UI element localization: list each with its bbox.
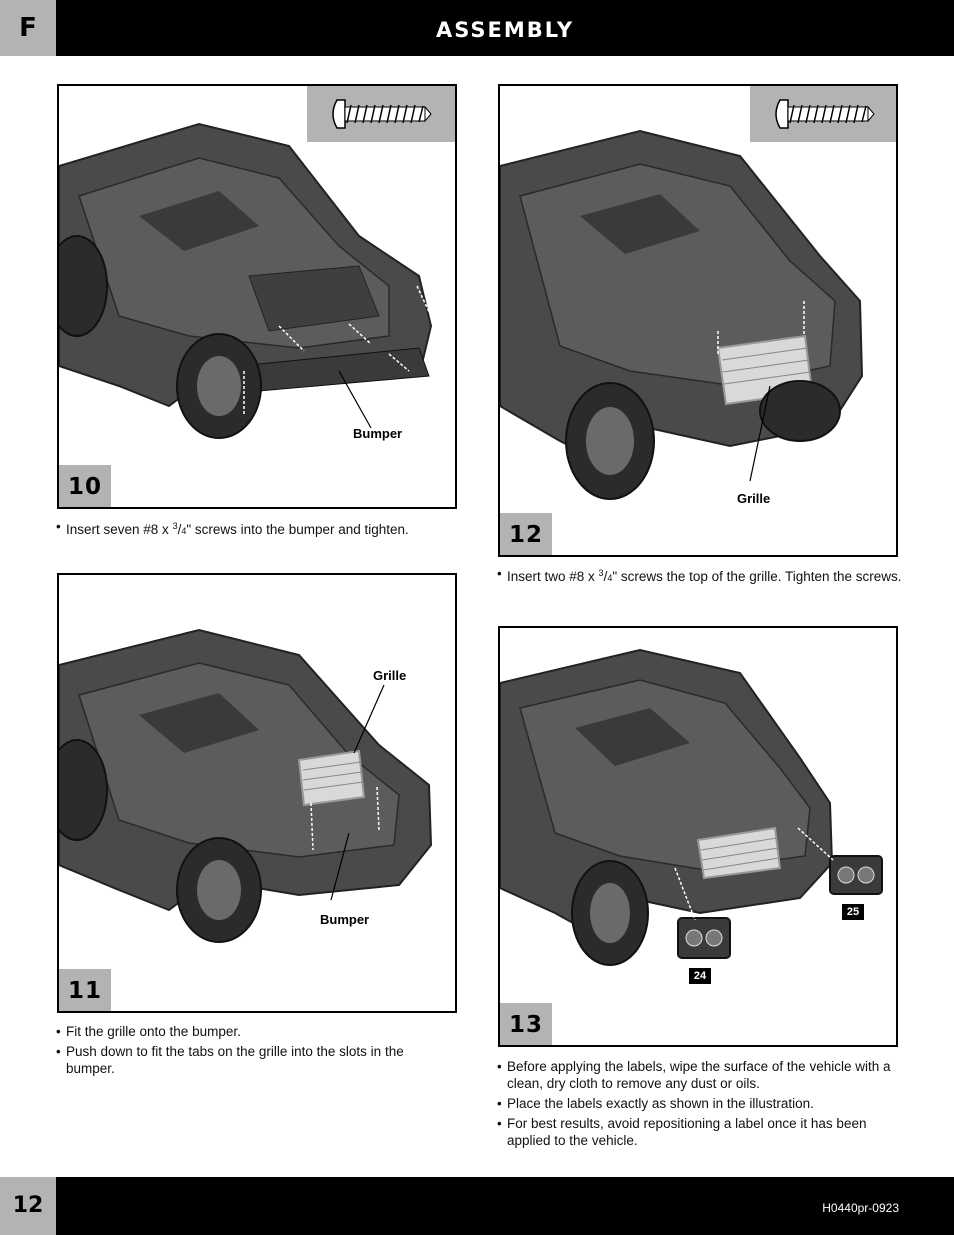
vehicle-illustration bbox=[500, 648, 883, 966]
bumper-callout: Bumper bbox=[320, 912, 370, 927]
vehicle-illustration bbox=[59, 122, 433, 439]
instruction-item: Insert seven #8 x 3/4" screws into the b… bbox=[56, 518, 456, 540]
instruction-item: Fit the grille onto the bumper. bbox=[56, 1023, 456, 1040]
document-code: H0440pr-0923 bbox=[822, 1201, 899, 1215]
section-letter: F bbox=[0, 0, 56, 56]
vehicle-illustration bbox=[59, 628, 433, 943]
step-number: 13 bbox=[500, 1003, 552, 1045]
screw-icon-box bbox=[750, 86, 896, 142]
step-number: 10 bbox=[59, 465, 111, 507]
page-header: F ASSEMBLY bbox=[0, 0, 954, 56]
step-10-panel: Bumper 10 bbox=[57, 84, 457, 509]
step-12-instructions: Insert two #8 x 3/4" screws the top of t… bbox=[497, 565, 917, 590]
grille-callout: Grille bbox=[737, 491, 771, 506]
page-number: 12 bbox=[0, 1177, 56, 1235]
screw-icon bbox=[332, 99, 432, 129]
step-10-instructions: Insert seven #8 x 3/4" screws into the b… bbox=[56, 518, 456, 543]
step-13-panel: 25 24 13 bbox=[498, 626, 898, 1047]
label-number-tag: 25 bbox=[842, 904, 864, 920]
step-number: 12 bbox=[500, 513, 552, 555]
step-12-panel: Grille 12 bbox=[498, 84, 898, 557]
instruction-item: For best results, avoid repositioning a … bbox=[497, 1115, 907, 1149]
vehicle-illustration bbox=[500, 129, 864, 500]
bumper-callout: Bumper bbox=[353, 426, 403, 441]
grille-callout: Grille bbox=[373, 668, 407, 683]
step-number: 11 bbox=[59, 969, 111, 1011]
instruction-item: Place the labels exactly as shown in the… bbox=[497, 1095, 907, 1112]
screw-icon-box bbox=[307, 86, 455, 142]
step-11-instructions: Fit the grille onto the bumper. Push dow… bbox=[56, 1023, 456, 1080]
step-13-instructions: Before applying the labels, wipe the sur… bbox=[497, 1058, 907, 1152]
label-number-tag: 24 bbox=[689, 968, 711, 984]
instruction-item: Insert two #8 x 3/4" screws the top of t… bbox=[497, 565, 917, 587]
page-footer: 12 H0440pr-0923 bbox=[0, 1177, 954, 1235]
step-11-panel: Grille Bumper 11 bbox=[57, 573, 457, 1013]
screw-icon bbox=[775, 99, 875, 129]
instruction-item: Before applying the labels, wipe the sur… bbox=[497, 1058, 907, 1092]
page-title: ASSEMBLY bbox=[435, 18, 575, 42]
instruction-item: Push down to fit the tabs on the grille … bbox=[56, 1043, 456, 1077]
